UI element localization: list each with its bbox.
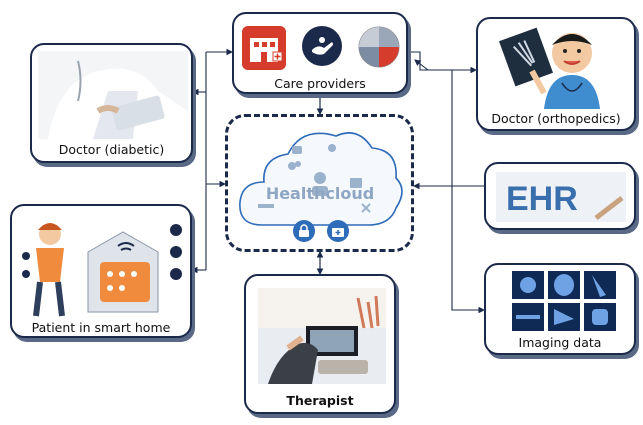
care-providers-card: Care providers	[232, 12, 408, 94]
lock-icon	[293, 220, 315, 246]
hospital-icon	[242, 26, 286, 74]
therapist-card: Therapist	[244, 274, 396, 414]
imaging-label: Imaging data	[518, 335, 602, 350]
services-icon	[358, 26, 400, 72]
patient-label: Patient in smart home	[31, 320, 171, 335]
therapist-image	[258, 288, 386, 388]
doctor-diabetic-card: Doctor (diabetic)	[30, 43, 193, 163]
care-hand-icon	[302, 26, 342, 70]
patient-card: Patient in smart home	[10, 204, 192, 338]
doctor-xray-cartoon	[492, 23, 622, 113]
care-providers-label: Care providers	[274, 76, 366, 91]
ehr-logo: EHR	[496, 172, 626, 226]
doctor-tablet-image	[38, 51, 188, 143]
line-to-doctor-ortho	[408, 51, 478, 74]
medical-kit-icon	[327, 220, 349, 246]
imaging-card: Imaging data	[484, 263, 636, 355]
doctor-ortho-card: Doctor (orthopedics)	[476, 17, 636, 131]
svg-text:EHR: EHR	[506, 180, 578, 218]
healthcloud-container	[225, 114, 414, 252]
doctor-diabetic-label: Doctor (diabetic)	[58, 142, 165, 157]
healthcloud-title: Healthcloud	[265, 184, 375, 203]
doctor-ortho-label: Doctor (orthopedics)	[491, 111, 621, 126]
therapist-label: Therapist	[286, 393, 354, 408]
ehr-card: EHR	[484, 162, 636, 230]
patient-smart-home-image	[18, 212, 188, 322]
healthcloud-graphic	[239, 132, 403, 226]
line-to-imaging	[451, 70, 486, 314]
imaging-thumbnails	[512, 271, 616, 337]
